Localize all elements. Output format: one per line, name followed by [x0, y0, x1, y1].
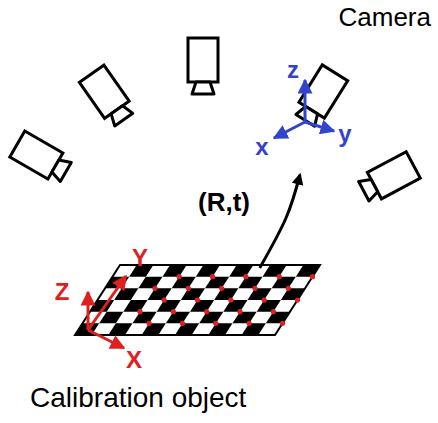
- board-square: [166, 312, 190, 324]
- feature-point: [213, 321, 218, 326]
- calibration-object: Calibration object: [20, 268, 360, 420]
- feature-point: [186, 286, 191, 291]
- camera: Camera: [280, 2, 433, 175]
- edge-label: (R,t): [196, 188, 252, 216]
- board-axes: [88, 276, 126, 348]
- camera-icon: [293, 65, 348, 128]
- board-square: [133, 312, 157, 324]
- board-square: [257, 300, 281, 312]
- camera-icons: [10, 38, 421, 205]
- camera-icon: [10, 131, 73, 185]
- board-square: [123, 300, 147, 312]
- feature-point: [243, 274, 248, 279]
- feature-point: [204, 309, 209, 314]
- feature-point: [252, 286, 257, 291]
- board-outline: [75, 265, 320, 335]
- board-square: [263, 265, 287, 277]
- axis-label: x: [255, 135, 268, 159]
- board-square: [214, 288, 238, 300]
- board-square: [99, 312, 123, 324]
- feature-point: [262, 297, 267, 302]
- feature-point: [219, 286, 224, 291]
- feature-point: [280, 321, 285, 326]
- board-square: [108, 323, 132, 335]
- feature-point: [310, 274, 315, 279]
- feature-point: [171, 309, 176, 314]
- feature-point: [210, 274, 215, 279]
- transform-arrow: [260, 175, 300, 268]
- axis-label: z: [287, 58, 299, 82]
- camera-icon: [188, 38, 218, 94]
- board-square: [148, 288, 172, 300]
- board-square: [242, 323, 266, 335]
- board-square: [142, 323, 166, 335]
- camera-icon: [79, 65, 136, 128]
- board-square: [175, 323, 199, 335]
- feature-point: [295, 297, 300, 302]
- board-square: [205, 277, 229, 289]
- feature-point: [137, 309, 142, 314]
- feature-point: [162, 297, 167, 302]
- feature-point: [237, 309, 242, 314]
- board-square: [163, 265, 187, 277]
- feature-point: [277, 274, 282, 279]
- axis-label: X: [126, 348, 142, 372]
- camera-icon: [357, 152, 421, 205]
- feature-point: [195, 297, 200, 302]
- board-square: [233, 312, 257, 324]
- checkerboard: [75, 265, 320, 335]
- board-square: [199, 312, 223, 324]
- board-square: [248, 288, 272, 300]
- board-square: [138, 277, 162, 289]
- feature-point: [180, 321, 185, 326]
- board-square: [229, 265, 253, 277]
- feature-point: [152, 286, 157, 291]
- axis-label: Y: [132, 246, 148, 270]
- board-square: [208, 323, 232, 335]
- board-square: [223, 300, 247, 312]
- axis-label: y: [338, 122, 351, 146]
- board-square: [181, 288, 205, 300]
- feature-point: [147, 321, 152, 326]
- board-square: [172, 277, 196, 289]
- node-text: Calibration object: [30, 382, 246, 414]
- feature-point: [177, 274, 182, 279]
- board-square: [157, 300, 181, 312]
- board-square: [196, 265, 220, 277]
- node-text: Camera: [339, 2, 431, 33]
- board-square: [190, 300, 214, 312]
- feature-point: [286, 286, 291, 291]
- feature-point: [271, 309, 276, 314]
- camera-axes: [274, 80, 334, 138]
- axis-label: Z: [55, 280, 70, 304]
- board-square: [272, 277, 296, 289]
- board-square: [238, 277, 262, 289]
- feature-point: [247, 321, 252, 326]
- feature-point: [228, 297, 233, 302]
